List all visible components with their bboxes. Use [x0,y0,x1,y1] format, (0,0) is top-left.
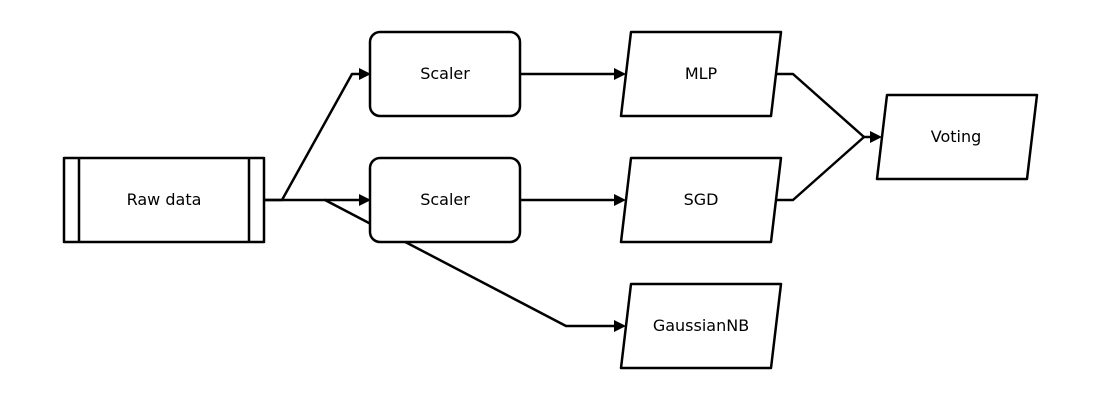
node-mlp: MLP [619,30,783,118]
scaler-top-label: Scaler [420,64,470,83]
edge-sgd-to-voting [774,135,866,202]
node-scaler-top: Scaler [368,30,522,118]
arrowhead-scaler-mid [359,194,371,206]
mlp-label: MLP [685,64,718,83]
edges [260,68,882,332]
edge-raw-to-scaler-top [260,72,364,202]
node-sgd: SGD [619,156,783,244]
node-gaussiannb: GaussianNB [619,282,783,370]
raw-data-label: Raw data [127,190,202,209]
arrowhead-mlp [614,68,626,80]
scaler-mid-label: Scaler [420,190,470,209]
node-voting: Voting [875,93,1039,181]
node-scaler-mid: Scaler [368,156,522,244]
arrowhead-gaussiannb [614,320,626,332]
sgd-label: SGD [684,190,719,209]
node-raw-data: Raw data [62,156,266,244]
arrowhead-sgd [614,194,626,206]
arrowhead-scaler-top [359,68,371,80]
arrowhead-voting [870,131,882,143]
voting-label: Voting [931,127,982,146]
gaussiannb-label: GaussianNB [653,316,749,335]
edge-mlp-to-voting [774,72,874,139]
